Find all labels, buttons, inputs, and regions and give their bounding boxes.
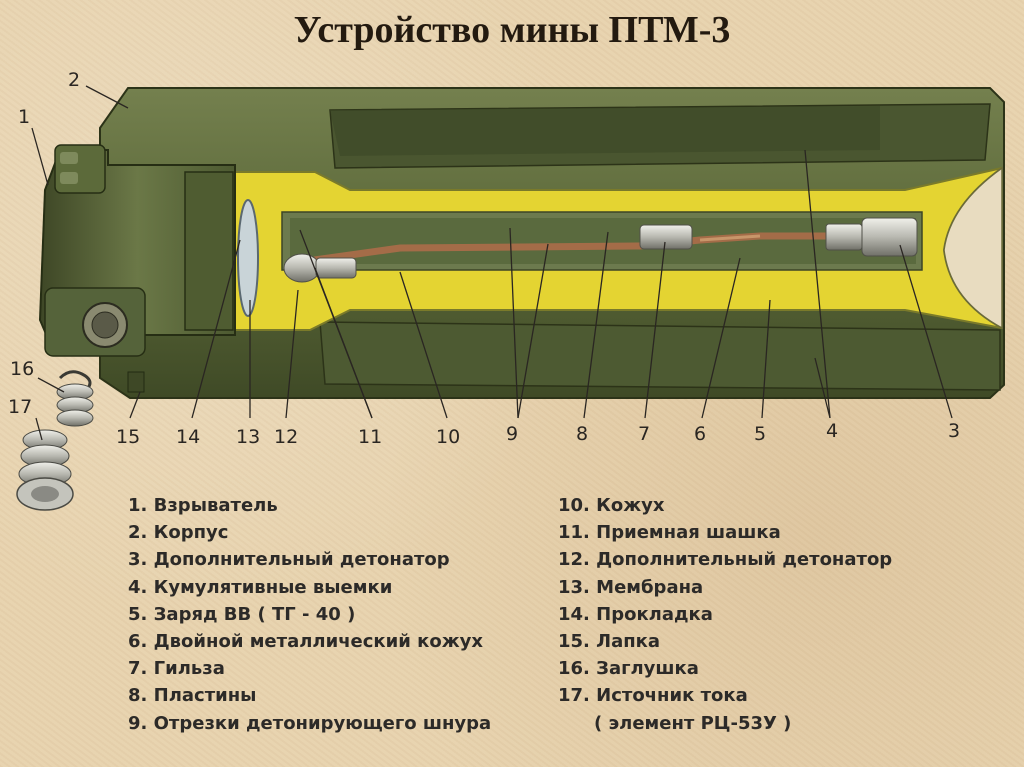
legend-item: 12. Дополнительный детонатор bbox=[558, 549, 893, 571]
plug bbox=[56, 370, 94, 427]
lug bbox=[127, 371, 145, 393]
legend-item: 5. Заряд ВВ ( ТГ - 40 ) bbox=[128, 603, 356, 625]
legend-item: 15. Лапка bbox=[558, 630, 661, 652]
callout-4: 4 bbox=[826, 420, 838, 442]
callout-5: 5 bbox=[754, 423, 766, 445]
receiving-charge bbox=[283, 253, 357, 283]
callout-3: 3 bbox=[948, 420, 960, 442]
callout-9: 9 bbox=[506, 423, 518, 445]
legend-left: 1. Взрыватель 2. Корпус 3. Дополнительны… bbox=[128, 492, 491, 737]
extra-detonator-right bbox=[825, 217, 918, 257]
legend-item: 11. Приемная шашка bbox=[558, 522, 781, 544]
callout-6: 6 bbox=[694, 423, 706, 445]
page-title: Устройство мины ПТМ-3 bbox=[293, 9, 731, 51]
callout-16: 16 bbox=[10, 358, 34, 380]
legend-item: 9. Отрезки детонирующего шнура bbox=[128, 712, 492, 734]
callout-14: 14 bbox=[176, 426, 200, 448]
legend-right: 10. Кожух 11. Приемная шашка 12. Дополни… bbox=[558, 492, 892, 737]
power-source bbox=[16, 429, 74, 511]
legend-item: 6. Двойной металлический кожух bbox=[128, 630, 483, 652]
fuze bbox=[38, 144, 236, 357]
legend-item: 17. Источник тока bbox=[558, 685, 748, 707]
callout-11: 11 bbox=[358, 426, 382, 448]
legend-item: 1. Взрыватель bbox=[128, 495, 278, 516]
callout-1: 1 bbox=[18, 106, 30, 128]
cartridge-sleeve bbox=[639, 224, 693, 250]
legend-item: 7. Гильза bbox=[128, 658, 225, 680]
legend-item: 10. Кожух bbox=[558, 495, 665, 516]
callout-lines bbox=[31, 85, 953, 441]
legend-item: 16. Заглушка bbox=[558, 658, 699, 680]
callout-15: 15 bbox=[116, 426, 140, 448]
callout-10: 10 bbox=[436, 426, 460, 448]
legend-item: 2. Корпус bbox=[128, 522, 229, 544]
callout-17: 17 bbox=[8, 396, 32, 418]
legend-item: 4. Кумулятивные выемки bbox=[128, 576, 393, 598]
callout-13: 13 bbox=[236, 426, 260, 448]
legend-item: ( элемент РЦ-53У ) bbox=[594, 712, 792, 734]
callout-7: 7 bbox=[638, 423, 650, 445]
legend-item: 14. Прокладка bbox=[558, 603, 713, 625]
callout-8: 8 bbox=[576, 423, 588, 445]
legend-item: 3. Дополнительный детонатор bbox=[128, 549, 450, 571]
membrane bbox=[237, 199, 259, 317]
legend-item: 13. Мембрана bbox=[558, 576, 704, 598]
callout-12: 12 bbox=[274, 426, 298, 448]
legend-item: 8. Пластины bbox=[128, 685, 257, 707]
callout-2: 2 bbox=[68, 69, 80, 91]
